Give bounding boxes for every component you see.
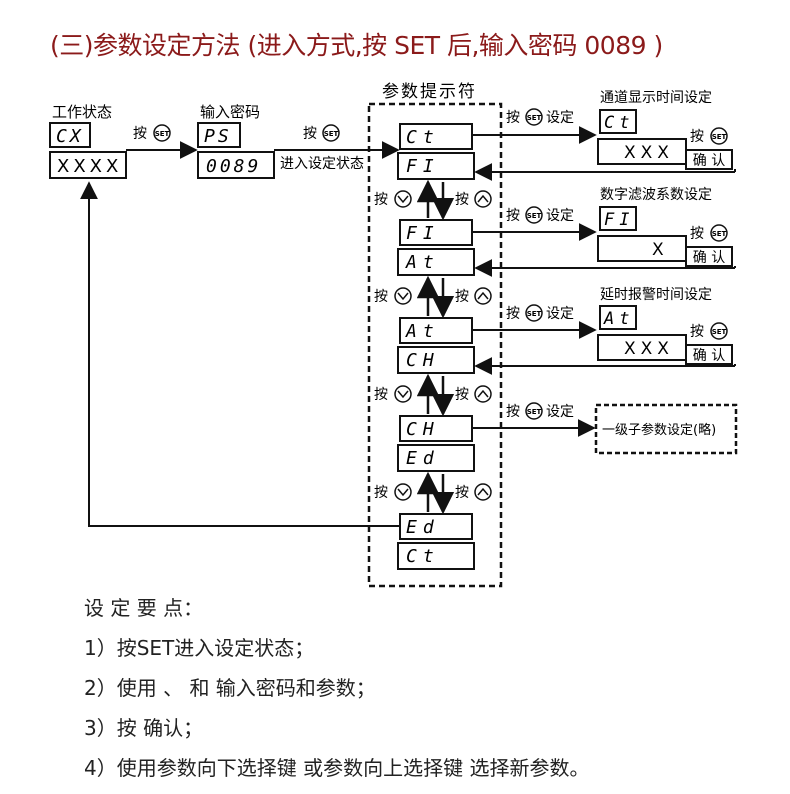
svg-text:按: 按 [374, 387, 388, 403]
nav-arrows-1: 按 按 [374, 179, 492, 221]
work-state-label: 工作状态 [52, 103, 112, 121]
arrow-ed-to-work [80, 181, 400, 527]
enter-setting-label: 进入设定状态 [280, 156, 364, 172]
param-box-ct-2: Ct [397, 542, 475, 570]
svg-text:按: 按 [690, 129, 704, 145]
svg-text:一级子参数设定(略): 一级子参数设定(略) [602, 422, 716, 438]
param-box-ch-1: CH [397, 346, 475, 374]
password-label: 输入密码 [200, 103, 260, 121]
svg-text:Ct: Ct [406, 127, 440, 148]
svg-text:XXX: XXX [624, 143, 674, 163]
notes: 设 定 要 点： 1）按SET进入设定状态； 2）使用 、 和 输入密码和参数；… [84, 588, 589, 788]
svg-text:按: 按 [506, 306, 520, 322]
press-label-2: 按 [303, 126, 317, 142]
setting-group-ch: 按 SET 设定 一级子参数设定(略) [472, 402, 738, 455]
svg-text:CH: CH [406, 419, 440, 440]
notes-heading: 设 定 要 点： [84, 596, 204, 620]
password-code: PS [204, 126, 232, 147]
svg-text:按: 按 [690, 226, 704, 242]
svg-text:按: 按 [690, 324, 704, 340]
setting-group-ct: 按 SET 设定 通道显示时间设定 Ct XXX 按 SET 确 认 [472, 90, 736, 181]
svg-text:SET: SET [527, 212, 542, 220]
svg-text:Ct: Ct [406, 546, 440, 567]
svg-text:按: 按 [506, 208, 520, 224]
svg-text:按: 按 [374, 485, 388, 501]
svg-text:按: 按 [455, 289, 469, 305]
param-box-ed-2: Ed [399, 513, 473, 540]
set-icon-label: SET [155, 130, 170, 138]
svg-text:FI: FI [604, 210, 634, 230]
svg-text:按: 按 [455, 192, 469, 208]
param-panel-title: 参数提示符 [382, 82, 477, 102]
param-box-at-2: At [399, 317, 473, 344]
svg-text:SET: SET [712, 328, 727, 336]
svg-text:X: X [652, 240, 664, 260]
param-box-at-1: At [397, 248, 475, 276]
setting-group-at: 按 SET 设定 延时报警时间设定 At XXX 按 SET 确 认 [472, 287, 736, 375]
svg-text:按: 按 [506, 404, 520, 420]
set-icon [153, 124, 171, 142]
svg-text:At: At [405, 252, 440, 273]
svg-text:设定: 设定 [546, 110, 574, 126]
svg-text:SET: SET [527, 408, 542, 416]
param-panel [367, 102, 503, 588]
note-item-1: 1）按SET进入设定状态； [84, 636, 315, 660]
work-state-code: CX [56, 126, 84, 147]
svg-text:SET: SET [712, 230, 727, 238]
nav-arrows-3: 按 按 [374, 373, 492, 417]
svg-text:按: 按 [374, 289, 388, 305]
password-value-box [197, 151, 275, 179]
svg-text:Ed: Ed [406, 448, 440, 469]
svg-text:XXX: XXX [624, 339, 674, 359]
svg-text:设定: 设定 [546, 306, 574, 322]
svg-text:设定: 设定 [546, 404, 574, 420]
nav-arrows-4: 按 按 [374, 471, 492, 515]
svg-text:Ed: Ed [406, 517, 440, 538]
svg-text:按: 按 [455, 387, 469, 403]
note-item-3: 3）按 确认； [84, 716, 204, 740]
svg-text:按: 按 [374, 192, 388, 208]
press-label-1: 按 [133, 126, 147, 142]
svg-text:SET: SET [712, 133, 727, 141]
note-item-4: 4）使用参数向下选择键 或参数向上选择键 选择新参数。 [84, 756, 590, 780]
svg-text:FI: FI [406, 223, 440, 244]
svg-text:按: 按 [455, 485, 469, 501]
work-state-value-box [49, 151, 127, 179]
svg-text:按: 按 [506, 110, 520, 126]
password-code-box [197, 122, 241, 148]
svg-text:At: At [405, 321, 440, 342]
svg-text:At: At [603, 309, 634, 329]
svg-text:SET: SET [527, 310, 542, 318]
param-box-fi-2: FI [399, 219, 473, 246]
flow-diagram: 工作状态 CX XXXX 按 SET 输入密码 PS 0089 进入设定状态 按… [49, 82, 738, 588]
svg-text:确 认: 确 认 [693, 153, 725, 169]
param-box-ch-2: CH [399, 415, 473, 442]
work-state-value: XXXX [57, 156, 122, 177]
svg-text:确 认: 确 认 [693, 348, 725, 364]
svg-text:FI: FI [406, 156, 440, 177]
page-title: (三)参数设定方法 (进入方式,按 SET 后,输入密码 0089 ) [50, 31, 663, 60]
svg-text:通道显示时间设定: 通道显示时间设定 [600, 90, 712, 106]
svg-text:确 认: 确 认 [693, 250, 725, 266]
set-icon-label: SET [324, 130, 339, 138]
svg-text:数字滤波系数设定: 数字滤波系数设定 [600, 187, 712, 203]
param-box-ct-1: Ct [399, 123, 473, 150]
nav-arrows-2: 按 按 [374, 275, 492, 319]
svg-text:SET: SET [527, 114, 542, 122]
svg-text:CH: CH [406, 350, 440, 371]
note-item-2: 2）使用 、 和 输入密码和参数； [84, 676, 376, 700]
svg-text:Ct: Ct [604, 113, 634, 133]
param-box-ed-1: Ed [397, 444, 475, 472]
svg-text:设定: 设定 [546, 208, 574, 224]
svg-text:延时报警时间设定: 延时报警时间设定 [600, 287, 712, 303]
set-icon [322, 124, 340, 142]
setting-group-fi: 按 SET 设定 数字滤波系数设定 FI X 按 SET 确 认 [472, 187, 736, 277]
work-state-code-box [49, 122, 91, 148]
param-box-fi-1: FI [397, 152, 475, 180]
password-value: 0089 [206, 156, 261, 177]
